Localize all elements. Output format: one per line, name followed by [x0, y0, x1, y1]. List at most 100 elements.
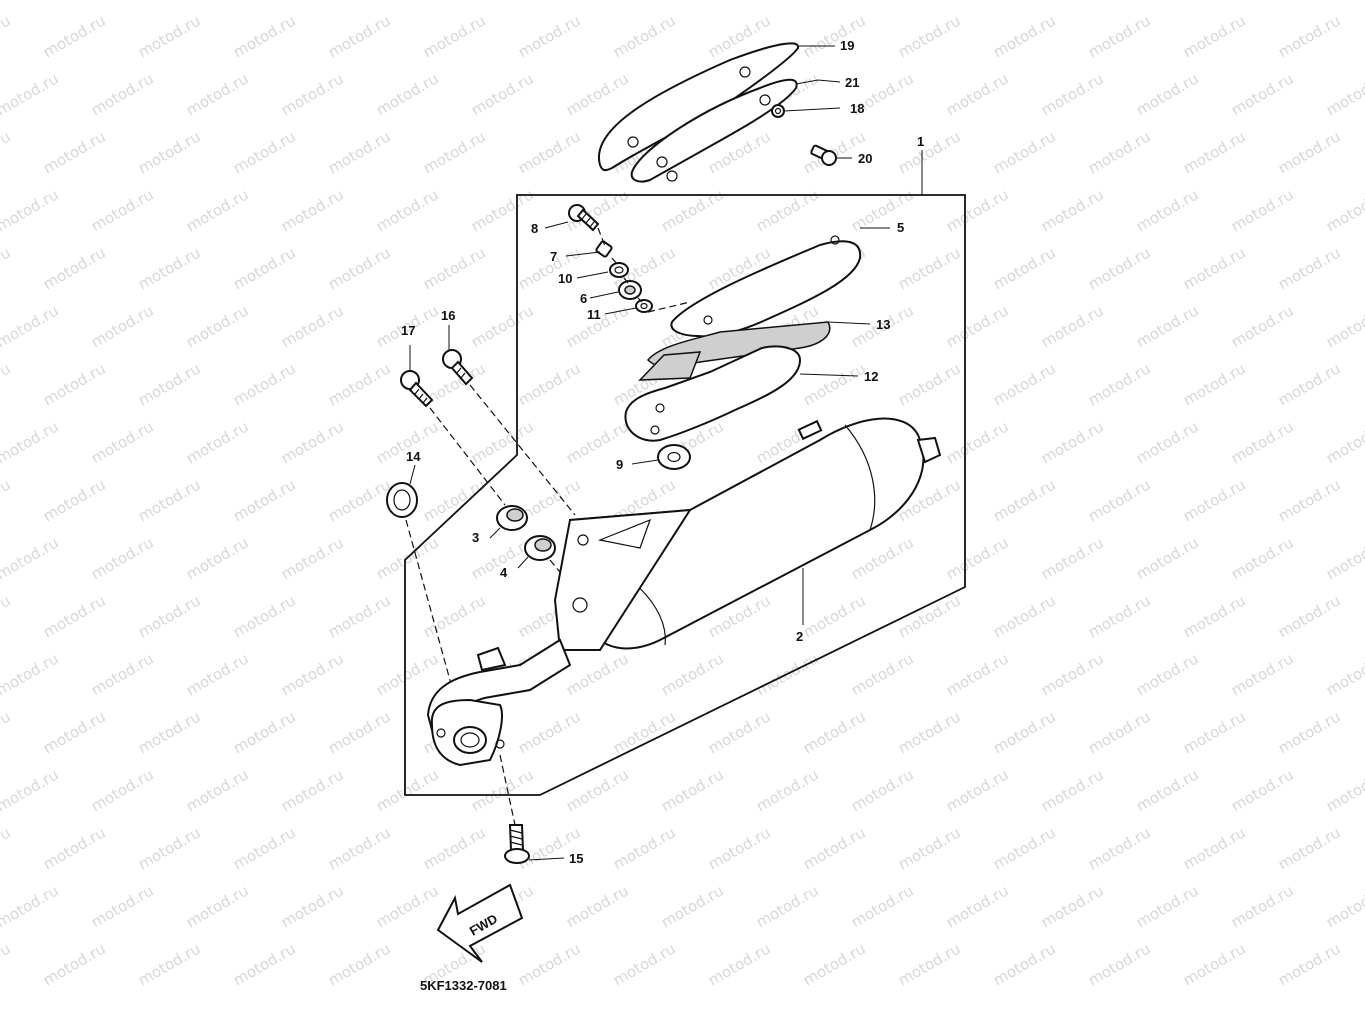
leader-lines: [409, 45, 923, 861]
watermark-text: motod.ru: [278, 417, 347, 467]
watermark-text: motod.ru: [325, 243, 394, 293]
bolt-17-axis: [429, 407, 506, 506]
watermark-text: motod.ru: [88, 881, 157, 931]
callout-1: 1: [917, 134, 924, 149]
watermark-text: motod.ru: [800, 359, 869, 409]
bolt-17: [400, 370, 434, 408]
watermark-text: motod.ru: [1133, 649, 1202, 699]
watermark-text: motod.ru: [0, 765, 62, 815]
watermark-text: motod.ru: [1133, 765, 1202, 815]
watermark-text: motod.ru: [943, 301, 1012, 351]
watermark-text: motod.ru: [0, 69, 62, 119]
watermark-text: motod.ru: [515, 707, 584, 757]
spacer-7: [595, 240, 613, 258]
watermark-text: motod.ru: [1228, 649, 1297, 699]
callout-2: 2: [796, 629, 803, 644]
watermark-text: motod.ru: [1085, 475, 1154, 525]
watermark-text: motod.ru: [420, 243, 489, 293]
watermark-text: motod.ru: [40, 243, 109, 293]
watermark-text: motod.ru: [1038, 649, 1107, 699]
watermark-text: motod.ru: [0, 649, 62, 699]
watermark-text: motod.ru: [943, 69, 1012, 119]
grommet-9: [657, 444, 691, 470]
watermark-text: motod.ru: [40, 11, 109, 61]
watermark-text: motod.ru: [990, 475, 1059, 525]
watermark-text: motod.ru: [1133, 533, 1202, 583]
watermark-text: motod.ru: [1323, 649, 1365, 699]
watermark-text: motod.ru: [325, 939, 394, 989]
watermark-text: motod.ru: [563, 649, 632, 699]
watermark-text: motod.ru: [40, 823, 109, 873]
watermark-text: motod.ru: [135, 127, 204, 177]
watermark-text: motod.ru: [990, 707, 1059, 757]
watermark-text: motod.ru: [88, 185, 157, 235]
watermark-text: motod.ru: [1323, 881, 1365, 931]
watermark-text: motod.ru: [800, 591, 869, 641]
watermark-text: motod.ru: [325, 359, 394, 409]
watermark-text: motod.ru: [990, 591, 1059, 641]
watermark-text: motod.ru: [373, 881, 442, 931]
watermark-text: motod.ru: [88, 765, 157, 815]
watermark-text: motod.ru: [1180, 243, 1249, 293]
watermark-text: motod.ru: [0, 0, 62, 3]
callout-13: 13: [876, 317, 890, 332]
watermark-text: motod.ru: [848, 0, 917, 3]
watermark-text: motod.ru: [183, 533, 252, 583]
watermark-text: motod.ru: [468, 0, 537, 3]
callout-5: 5: [897, 220, 904, 235]
callout-3: 3: [472, 530, 479, 545]
watermark-text: motod.ru: [40, 591, 109, 641]
watermark-text: motod.ru: [135, 707, 204, 757]
watermark-text: motod.ru: [183, 417, 252, 467]
watermark-text: motod.ru: [563, 765, 632, 815]
watermark-text: motod.ru: [1133, 417, 1202, 467]
watermark-text: motod.ru: [0, 533, 62, 583]
watermark-text: motod.ru: [895, 939, 964, 989]
callout-7: 7: [550, 249, 557, 264]
watermark-text: motod.ru: [1038, 881, 1107, 931]
watermark-text: motod.ru: [1275, 591, 1344, 641]
watermark-text: motod.ru: [135, 591, 204, 641]
watermark-text: motod.ru: [943, 649, 1012, 699]
callout-21: 21: [845, 75, 859, 90]
watermark-text: motod.ru: [705, 707, 774, 757]
watermark-text: motod.ru: [563, 0, 632, 3]
watermark-text: motod.ru: [895, 707, 964, 757]
watermark-text: motod.ru: [658, 649, 727, 699]
watermark-text: motod.ru: [230, 591, 299, 641]
watermark-text: motod.ru: [1085, 127, 1154, 177]
watermark-text: motod.ru: [1228, 69, 1297, 119]
watermark-text: motod.ru: [468, 301, 537, 351]
watermark-text: motod.ru: [183, 881, 252, 931]
watermark-text: motod.ru: [658, 0, 727, 3]
watermark-text: motod.ru: [1085, 243, 1154, 293]
watermark-text: motod.ru: [515, 939, 584, 989]
watermark-text: motod.ru: [943, 881, 1012, 931]
watermark-text: motod.ru: [230, 823, 299, 873]
watermark-text: motod.ru: [1180, 939, 1249, 989]
watermark-text: motod.ru: [1180, 11, 1249, 61]
watermark-text: motod.ru: [468, 69, 537, 119]
watermark-text: motod.ru: [895, 359, 964, 409]
watermark-text: motod.ru: [278, 0, 347, 3]
watermark-text: motod.ru: [1323, 417, 1365, 467]
watermark-text: motod.ru: [943, 185, 1012, 235]
watermark-text: motod.ru: [1180, 127, 1249, 177]
watermark-text: motod.ru: [1228, 765, 1297, 815]
watermark-text: motod.ru: [990, 11, 1059, 61]
watermark-text: motod.ru: [278, 649, 347, 699]
watermark-text: motod.ru: [183, 185, 252, 235]
watermark-text: motod.ru: [420, 591, 489, 641]
watermark-text: motod.ru: [325, 127, 394, 177]
callout-18: 18: [850, 101, 864, 116]
watermark-text: motod.ru: [1275, 939, 1344, 989]
watermark-text: motod.ru: [1323, 0, 1365, 3]
watermark-text: motod.ru: [420, 11, 489, 61]
watermark-text: motod.ru: [0, 11, 14, 61]
watermark-text: motod.ru: [1275, 823, 1344, 873]
watermark-text: motod.ru: [325, 11, 394, 61]
watermark-text: motod.ru: [1323, 533, 1365, 583]
watermark-text: motod.ru: [848, 649, 917, 699]
protector-12: [624, 345, 802, 442]
watermark-text: motod.ru: [0, 359, 14, 409]
